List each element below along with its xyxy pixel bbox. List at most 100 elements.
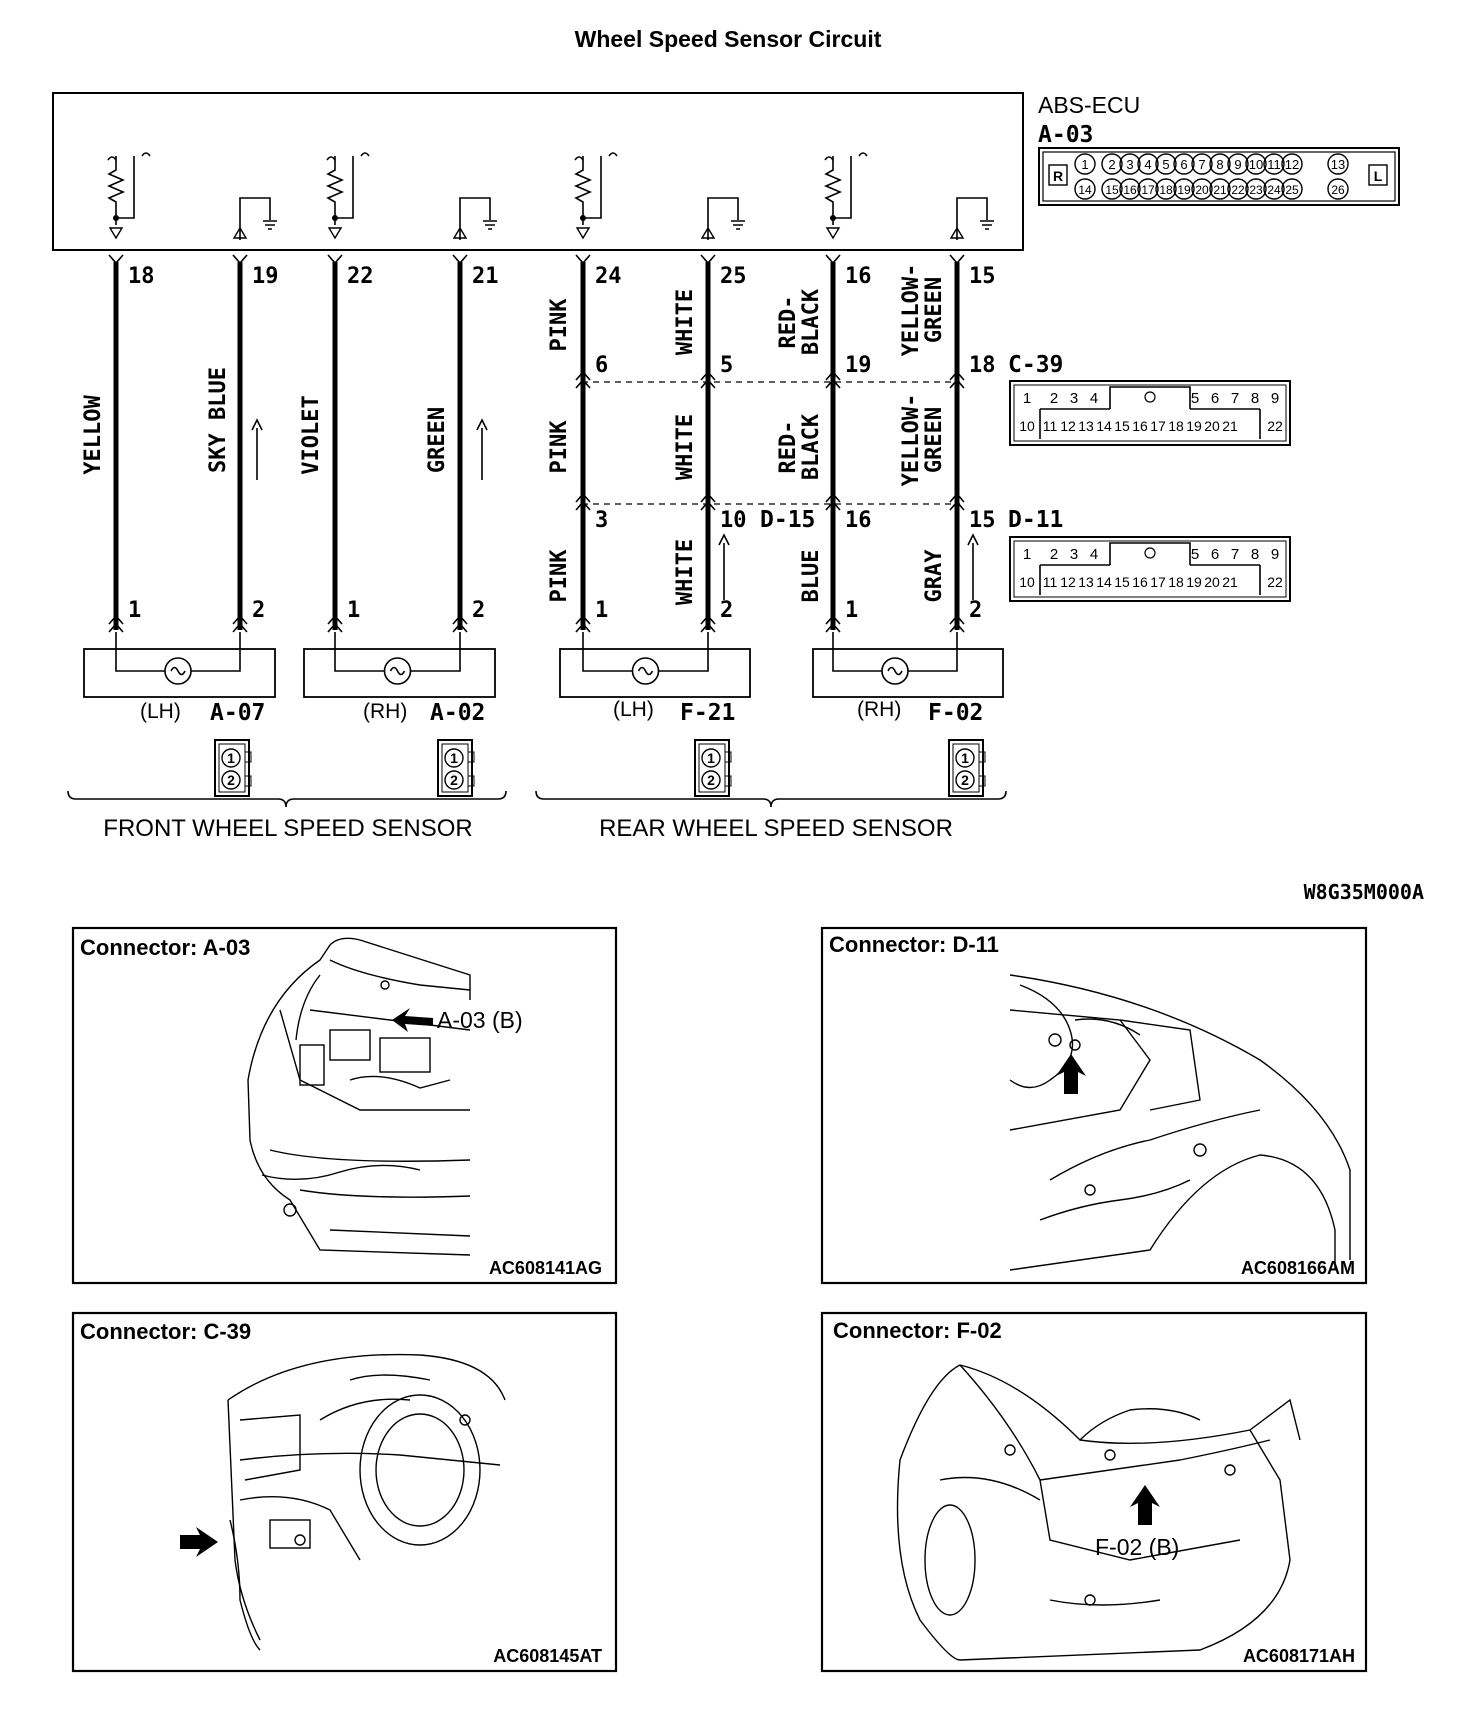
svg-text:9: 9 xyxy=(1271,546,1279,563)
svg-text:21: 21 xyxy=(1222,418,1238,434)
panel-f02-title: Connector: F-02 xyxy=(833,1318,1002,1343)
d11-face-pin-14: 14 xyxy=(1096,574,1112,590)
wire-color-15-mid-a: YELLOW- xyxy=(899,394,924,487)
c39-face-pin-2: 2 xyxy=(1050,390,1058,407)
svg-text:7: 7 xyxy=(1198,157,1205,172)
svg-text:4: 4 xyxy=(1090,546,1098,563)
d15-label: D-15 xyxy=(760,507,815,533)
sensor-4-side: (RH) xyxy=(857,698,901,721)
svg-text:22: 22 xyxy=(1231,183,1245,197)
c39-face-pin-6: 6 xyxy=(1211,390,1219,407)
d-pin-15: 15 xyxy=(969,508,996,533)
wire-color-18: YELLOW xyxy=(81,395,106,475)
a03-pin-13: 13 xyxy=(1327,153,1349,175)
svg-text:1: 1 xyxy=(961,750,969,766)
panel-d11: Connector: D-11 AC608166AM xyxy=(820,926,1368,1285)
c39-face-pin-12: 12 xyxy=(1060,418,1076,434)
svg-text:1: 1 xyxy=(1081,157,1088,172)
f02-callout-text: F-02 (B) xyxy=(1095,1534,1179,1560)
sensor-2-side: (RH) xyxy=(363,700,407,723)
rear-group-brace xyxy=(535,790,1007,808)
svg-text:13: 13 xyxy=(1331,157,1345,172)
c39-face-pin-17: 17 xyxy=(1150,418,1166,434)
panel-d11-code: AC608166AM xyxy=(1241,1258,1355,1278)
ecu-box xyxy=(52,92,1024,251)
sensor-box-4 xyxy=(812,632,1004,698)
ac-generator-icon xyxy=(383,657,412,685)
wire-color-15-upper-a: YELLOW- xyxy=(899,264,924,357)
svg-text:7: 7 xyxy=(1231,390,1239,407)
sensor-3-connector: F-21 xyxy=(680,700,735,726)
svg-text:2: 2 xyxy=(227,772,235,788)
wire-color-22: VIOLET xyxy=(299,395,324,474)
svg-text:12: 12 xyxy=(1285,157,1299,172)
d11-face-pin-1: 1 xyxy=(1023,546,1031,563)
c39-face-pin-13: 13 xyxy=(1078,418,1094,434)
svg-text:8: 8 xyxy=(1216,157,1223,172)
c39-face-pin-7: 7 xyxy=(1231,390,1239,407)
signal-arrow-2 xyxy=(476,418,488,480)
ecu-internal-circuits xyxy=(106,152,994,240)
wire-color-25-upper: WHITE xyxy=(673,289,698,355)
svg-text:5: 5 xyxy=(1162,157,1169,172)
svg-text:6: 6 xyxy=(1211,546,1219,563)
d11-face-pin-21: 21 xyxy=(1222,574,1238,590)
d11-face-pin-15: 15 xyxy=(1114,574,1130,590)
d11-face-pin-10: 10 xyxy=(1019,574,1035,590)
a03-callout-text: A-03 (B) xyxy=(437,1007,523,1033)
d11-face-pin-20: 20 xyxy=(1204,574,1220,590)
c39-face-pin-22: 22 xyxy=(1267,418,1283,434)
svg-text:3: 3 xyxy=(1070,390,1078,407)
a03-pin-17: 17 xyxy=(1137,178,1159,200)
ecu-input-18 xyxy=(106,152,151,240)
svg-text:1: 1 xyxy=(227,750,235,766)
ecu-input-19 xyxy=(232,197,277,240)
svg-text:2: 2 xyxy=(1050,546,1058,563)
instrument-panel-illustration xyxy=(227,1353,506,1651)
ecu-input-16 xyxy=(823,152,868,240)
a03-pin-7: 7 xyxy=(1191,153,1213,175)
ac-generator-icon xyxy=(881,657,909,685)
a03-pin-23: 23 xyxy=(1245,178,1267,200)
c39-pin-19: 19 xyxy=(845,353,872,378)
sensor-connector-icon-1: 12 xyxy=(214,739,252,797)
wire-color-16-mid-b: BLACK xyxy=(799,413,824,480)
ecu-input-22 xyxy=(325,152,370,240)
svg-text:6: 6 xyxy=(1180,157,1187,172)
a03-pin-15: 15 xyxy=(1101,178,1123,200)
svg-text:2: 2 xyxy=(707,772,715,788)
svg-text:2: 2 xyxy=(1108,157,1115,172)
f02-callout-arrow xyxy=(1130,1485,1160,1525)
a03-pin-22: 22 xyxy=(1227,178,1249,200)
svg-text:22: 22 xyxy=(1267,418,1283,434)
c39-face-pin-21: 21 xyxy=(1222,418,1238,434)
ecu-input-21 xyxy=(452,197,497,240)
c39-face-pin-19: 19 xyxy=(1186,418,1202,434)
a03-right-tag: L xyxy=(1374,168,1383,184)
a03-pin-1: 1 xyxy=(1074,153,1096,175)
a03-pin-3: 3 xyxy=(1119,153,1141,175)
a03-pin-10: 10 xyxy=(1245,153,1267,175)
a03-pin-20: 20 xyxy=(1191,178,1213,200)
svg-text:1: 1 xyxy=(1023,390,1031,407)
svg-text:13: 13 xyxy=(1078,574,1094,590)
d11-face-pin-9: 9 xyxy=(1271,546,1279,563)
c39-face-pin-20: 20 xyxy=(1204,418,1220,434)
panel-c39-title: Connector: C-39 xyxy=(80,1319,251,1344)
wire-color-25-mid: WHITE xyxy=(673,414,698,480)
svg-text:17: 17 xyxy=(1141,183,1155,197)
wire-color-16-upper-a: RED- xyxy=(776,296,801,349)
ecu-input-15 xyxy=(949,197,994,240)
ac-generator-icon xyxy=(164,657,192,685)
c39-face-pin-1: 1 xyxy=(1023,390,1031,407)
svg-text:14: 14 xyxy=(1096,418,1112,434)
svg-text:15: 15 xyxy=(1105,183,1119,197)
rear-trunk-illustration xyxy=(896,1364,1301,1661)
ecu-input-24 xyxy=(573,152,618,240)
sensor-pin-2: 2 xyxy=(472,598,485,623)
svg-text:14: 14 xyxy=(1078,183,1092,197)
